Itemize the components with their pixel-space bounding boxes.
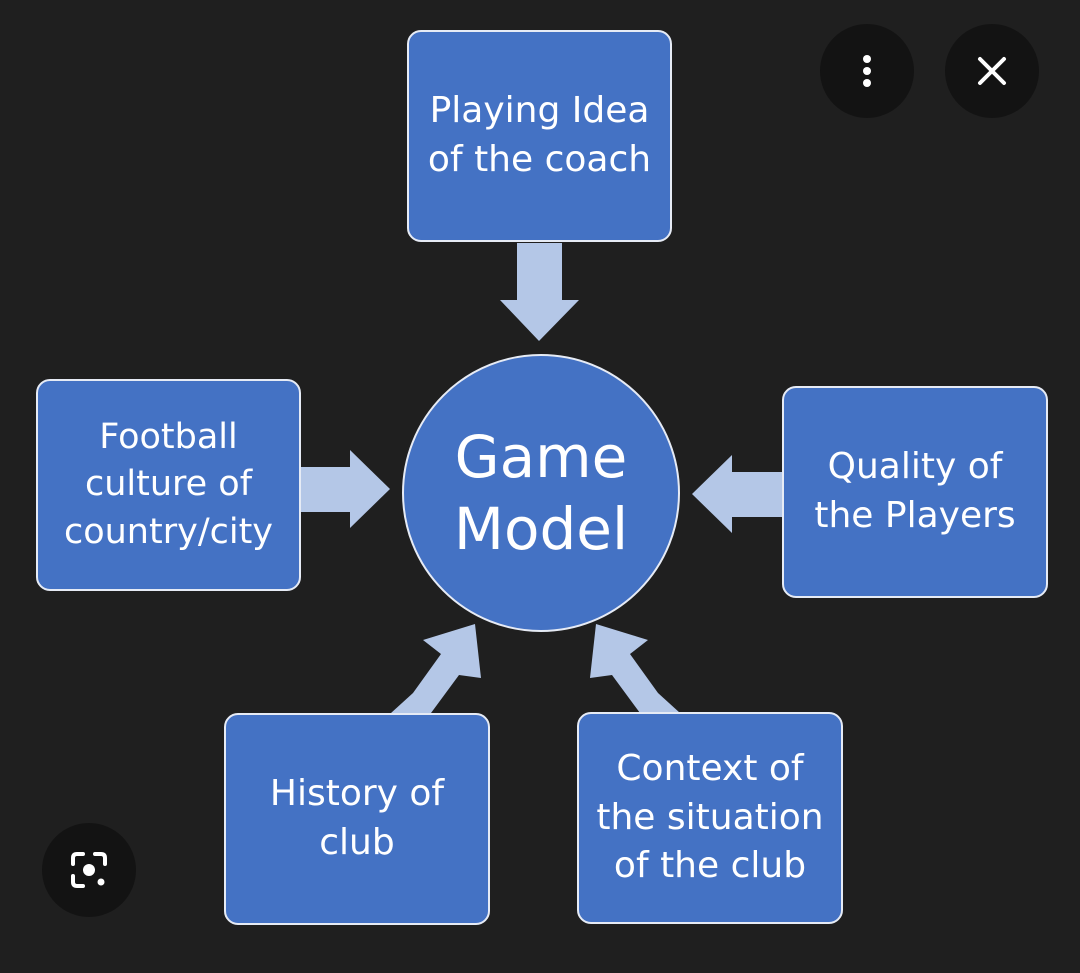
node-football-culture: Football culture of country/city: [36, 379, 301, 591]
arrow-bottom-right-to-center: [590, 624, 680, 713]
more-vert-icon: [863, 55, 871, 87]
arrow-right-to-center: [692, 455, 782, 533]
arrow-top-to-center: [500, 243, 579, 341]
node-quality-players-label: Quality of the Players: [814, 446, 1016, 536]
close-icon: [978, 57, 1006, 85]
node-playing-idea: Playing Idea of the coach: [407, 30, 672, 242]
node-context-situation: Context of the situation of the club: [577, 712, 843, 924]
more-options-button[interactable]: [820, 24, 914, 118]
arrow-left-to-center: [301, 450, 390, 528]
node-quality-players: Quality of the Players: [782, 386, 1048, 598]
center-game-model-label: Game Model: [453, 422, 629, 564]
lens-search-icon: [71, 852, 107, 888]
arrow-bottom-left-to-center: [391, 624, 481, 713]
lens-search-button[interactable]: [42, 823, 136, 917]
node-football-culture-label: Football culture of country/city: [63, 416, 274, 552]
node-history-club-label: History of club: [269, 773, 445, 863]
node-playing-idea-label: Playing Idea of the coach: [427, 90, 652, 180]
close-button[interactable]: [945, 24, 1039, 118]
node-history-club: History of club: [224, 713, 490, 925]
center-game-model: Game Model: [402, 354, 680, 632]
node-context-situation-label: Context of the situation of the club: [596, 747, 824, 887]
